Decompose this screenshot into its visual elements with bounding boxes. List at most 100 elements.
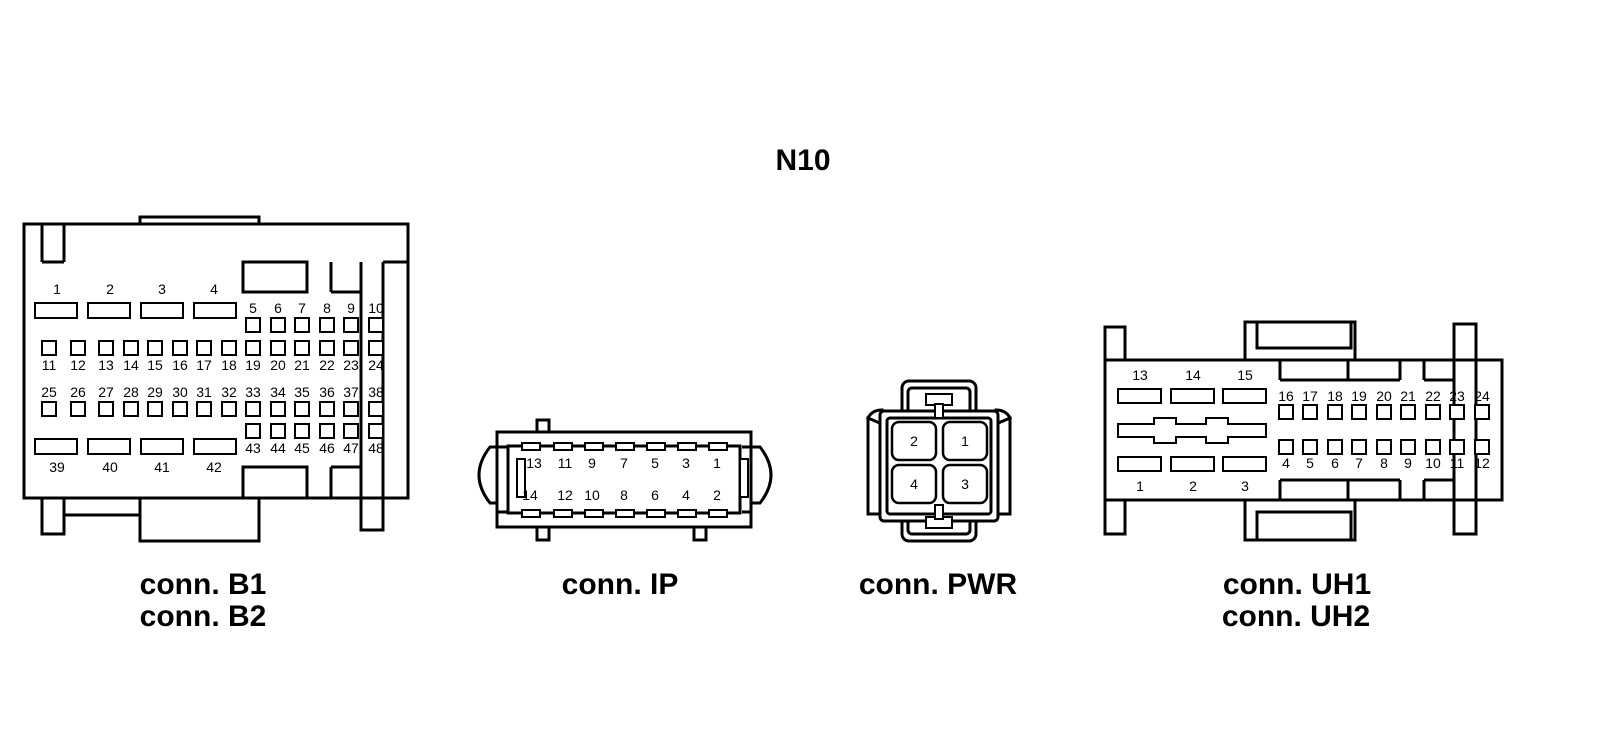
terminal-pwr-1 [941, 420, 989, 462]
pin-label: 18 [1327, 388, 1343, 404]
terminal [521, 442, 541, 451]
pin-label: 1 [53, 281, 61, 297]
pin-label: 4 [682, 487, 690, 503]
pin-label: 12 [557, 487, 573, 503]
pin-label: 12 [70, 357, 86, 373]
pin-label: 17 [1302, 388, 1318, 404]
pin-label: 7 [620, 455, 628, 471]
housing-outline [1103, 496, 1127, 536]
housing-outline [241, 260, 309, 294]
terminal [123, 340, 139, 356]
housing-outline [1255, 320, 1353, 350]
terminal [147, 401, 163, 417]
terminal [1327, 439, 1343, 455]
pin-label: 20 [1376, 388, 1392, 404]
pin-label: 29 [147, 384, 163, 400]
connector-ip-terminals: 13 11 9 7 5 3 1 14 12 10 8 6 4 2 [521, 442, 728, 518]
diagram-title: N10 [775, 144, 830, 177]
terminal [270, 340, 286, 356]
terminal [934, 403, 944, 419]
terminal [123, 401, 139, 417]
pin-label: 8 [1380, 455, 1388, 471]
terminal [1449, 439, 1465, 455]
housing-outline [506, 444, 742, 515]
terminal [1222, 456, 1267, 472]
terminal [584, 442, 604, 451]
terminal [294, 423, 310, 439]
pin-label: 3 [961, 476, 969, 492]
terminal [1222, 388, 1267, 404]
terminal-pwr-4 [890, 463, 938, 505]
pin-label: 39 [49, 459, 65, 475]
terminal [1117, 388, 1162, 404]
connector-label: conn. PWR [859, 568, 1018, 601]
connector-uh-row1: 16 17 18 19 20 21 22 23 24 [1278, 388, 1490, 420]
pin-label: 18 [221, 357, 237, 373]
pin-label: 16 [172, 357, 188, 373]
terminal [1400, 404, 1416, 420]
connector-b1-b2: 1 2 3 4 5 6 7 8 9 10 [22, 215, 410, 633]
pin-label: 21 [294, 357, 310, 373]
terminal [221, 401, 237, 417]
pin-label: 1 [961, 433, 969, 449]
connector-pwr-terminals: 2 1 4 3 [890, 420, 989, 505]
pin-label: 9 [588, 455, 596, 471]
terminal [646, 509, 666, 518]
terminal [319, 401, 335, 417]
terminal [319, 423, 335, 439]
terminal [343, 340, 359, 356]
terminal [368, 401, 384, 417]
pin-label: 11 [42, 357, 57, 373]
pin-label: 17 [196, 357, 212, 373]
terminal [368, 340, 384, 356]
terminal [1170, 456, 1215, 472]
pin-label: 2 [1189, 478, 1197, 494]
pin-label: 44 [270, 440, 286, 456]
terminal [708, 509, 728, 518]
pin-label: 2 [910, 433, 918, 449]
terminal [343, 401, 359, 417]
pin-label: 14 [123, 357, 139, 373]
terminal [1302, 404, 1318, 420]
pin-label: 27 [98, 384, 114, 400]
terminal [270, 401, 286, 417]
pin-label: 36 [319, 384, 335, 400]
terminal [41, 340, 57, 356]
housing-outline [1452, 496, 1478, 536]
pin-label: 11 [1450, 455, 1465, 471]
connector-pwr: 2 1 4 3 conn. PWR [859, 379, 1018, 601]
pin-label: 13 [1132, 367, 1148, 383]
pin-label: 9 [1404, 455, 1412, 471]
terminal [368, 423, 384, 439]
pin-label: 9 [347, 300, 355, 316]
pin-label: 38 [368, 384, 384, 400]
connector-b-row2: 11 12 13 14 15 16 17 18 19 20 21 22 23 2… [41, 340, 384, 373]
terminal [245, 340, 261, 356]
terminal [221, 340, 237, 356]
housing-outline [1255, 510, 1353, 542]
terminal [646, 442, 666, 451]
terminal-b-1 [34, 302, 78, 319]
connector-uh-top-large-terminals: 13 14 15 [1117, 367, 1267, 404]
pin-label: 7 [298, 300, 306, 316]
pin-label: 5 [651, 455, 659, 471]
terminal [1449, 404, 1465, 420]
pin-label: 4 [1282, 455, 1290, 471]
terminal [1425, 404, 1441, 420]
housing-outline [40, 494, 66, 536]
connector-uh-bottom-large-terminals: 1 2 3 [1117, 456, 1267, 494]
housing-outline [138, 494, 261, 543]
terminal [196, 340, 212, 356]
pin-label: 28 [123, 384, 139, 400]
terminal [615, 442, 635, 451]
connector-b-row4: 43 44 45 46 47 48 [245, 423, 384, 456]
pin-label: 8 [620, 487, 628, 503]
connector-uh-row2: 4 5 6 7 8 9 10 11 12 [1278, 439, 1490, 471]
terminal [1278, 439, 1294, 455]
terminal [172, 401, 188, 417]
terminal [677, 442, 697, 451]
terminal [1474, 439, 1490, 455]
housing-outline [996, 416, 1012, 516]
pin-label: 22 [1425, 388, 1441, 404]
